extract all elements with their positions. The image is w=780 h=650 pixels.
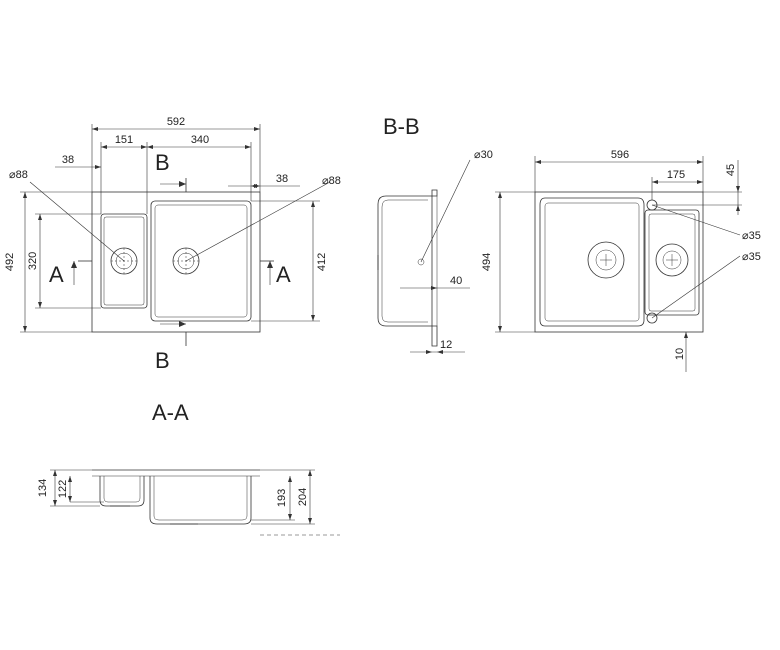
dim-overall-height: 492	[4, 253, 16, 271]
side-view-outline	[534, 191, 704, 333]
dim-depth-204: 204	[297, 488, 309, 506]
cut-label-a-left: A	[49, 262, 64, 287]
dim-left-offset: 38	[62, 154, 74, 166]
dim-rim-12: 12	[440, 339, 452, 351]
cut-label-b-top: B	[155, 150, 170, 175]
dim-hole-35-bottom: ⌀35	[742, 251, 761, 263]
side-drain-large-icon	[587, 241, 625, 279]
small-bowl	[100, 213, 148, 309]
dim-hole-35-top: ⌀35	[742, 230, 761, 242]
drain-small-icon	[110, 247, 138, 275]
top-view-outline	[91, 191, 261, 333]
dim-depth-122: 122	[57, 480, 69, 498]
dim-large-bowl-width: 340	[191, 134, 209, 146]
dim-drain-right: ⌀88	[322, 175, 341, 187]
section-title-bb: B-B	[383, 114, 420, 139]
large-bowl	[150, 200, 252, 322]
hole-bottom-icon	[646, 312, 658, 324]
cut-label-b-bottom: B	[155, 348, 170, 373]
dim-hole-top: ⌀30	[474, 149, 493, 161]
side-drain-small-icon	[655, 243, 689, 277]
dim-side-height: 494	[481, 253, 493, 271]
dim-drain-left: ⌀88	[9, 169, 28, 181]
side-small-bowl	[644, 209, 700, 316]
dim-overall-width: 592	[167, 116, 185, 128]
dim-small-bowl-height: 320	[27, 252, 39, 270]
cut-label-a-right: A	[276, 262, 291, 287]
dim-depth-193: 193	[276, 489, 288, 507]
dim-right-offset: 38	[276, 173, 288, 185]
side-view: 596 175 45 494 ⌀35 ⌀35 10	[481, 149, 761, 372]
dim-side-175: 175	[667, 169, 685, 181]
dim-side-45: 45	[725, 164, 737, 176]
section-aa-profile: 134 122 193 204	[37, 469, 340, 536]
section-title-aa: A-A	[152, 400, 189, 425]
dim-rim-40: 40	[450, 275, 462, 287]
dim-side-width: 596	[611, 149, 629, 161]
side-large-bowl	[539, 197, 645, 327]
dim-depth-134: 134	[37, 479, 49, 497]
section-bb-profile: ⌀30 40 12	[377, 149, 493, 354]
dim-side-10: 10	[674, 348, 686, 360]
dim-small-bowl-width: 151	[115, 134, 133, 146]
dim-large-bowl-height: 412	[316, 253, 328, 271]
top-view: 592 151 340 38 38 ⌀88 ⌀88 492	[4, 116, 341, 373]
